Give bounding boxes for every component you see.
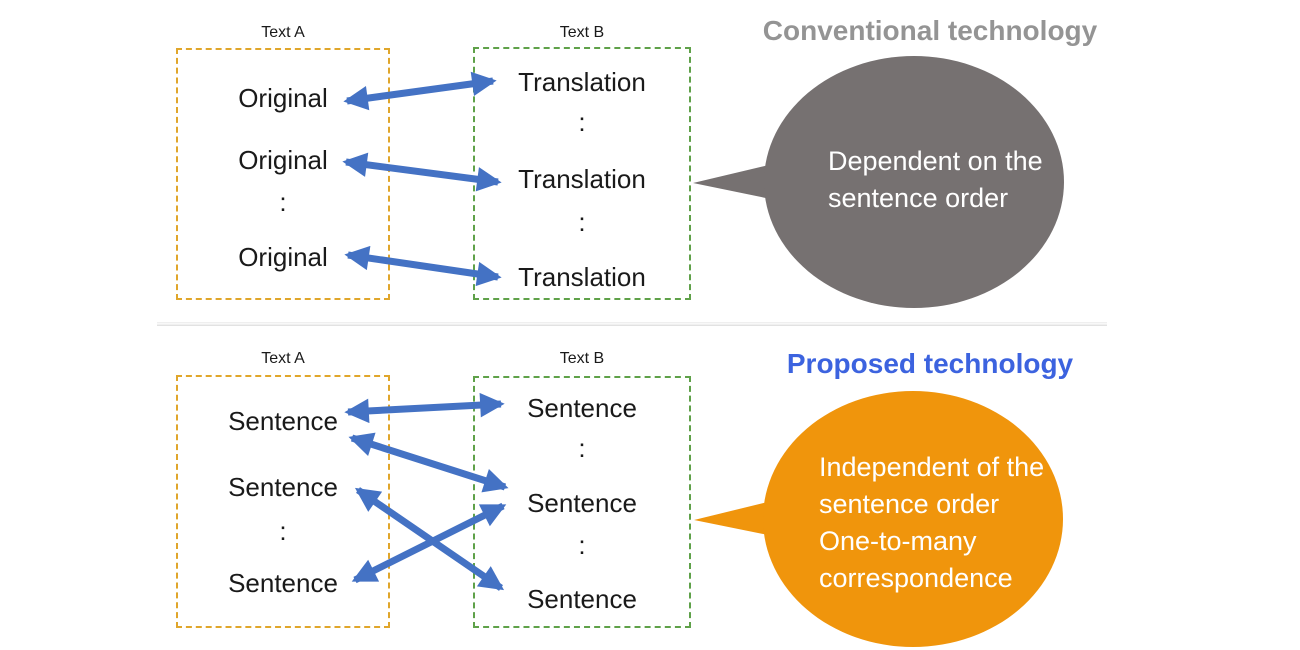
orange-bubble-ellipse <box>763 391 1063 647</box>
gray-bubble-text: Dependent on the sentence order <box>828 143 1043 217</box>
orange-bubble-line-1: Independent of the <box>819 452 1045 482</box>
gray-bubble-ellipse <box>764 56 1064 308</box>
top-a-ellipsis: : <box>279 187 287 217</box>
top-a-item-3: Original <box>238 242 328 272</box>
orange-bubble-text: Independent of the sentence order One-to… <box>819 449 1044 597</box>
bottom-a-ellipsis: : <box>279 516 287 546</box>
top-a-item-2: Original <box>238 145 328 175</box>
gray-speech-bubble <box>693 56 1064 308</box>
proposed-technology-title: Proposed technology <box>786 348 1074 379</box>
top-b-ellipsis-2: : <box>578 207 586 237</box>
section-divider <box>157 322 1107 326</box>
top-b-item-3: Translation <box>518 262 646 292</box>
gray-bubble-line-2: sentence order <box>828 183 1009 213</box>
orange-bubble-line-4: correspondence <box>819 563 1013 593</box>
bottom-a-item-1: Sentence <box>228 406 338 436</box>
top-b-item-2: Translation <box>518 164 646 194</box>
bottom-b-ellipsis-2: : <box>578 530 586 560</box>
top-b-item-1: Translation <box>518 67 646 97</box>
top-text-b-label: Text B <box>559 24 605 41</box>
bottom-a-item-3: Sentence <box>228 568 338 598</box>
conventional-technology-title: Conventional technology <box>762 15 1098 46</box>
top-text-a-label: Text A <box>261 24 305 41</box>
orange-speech-bubble <box>694 391 1063 647</box>
orange-bubble-line-2: sentence order <box>819 489 1000 519</box>
bottom-text-a-label: Text A <box>261 350 305 367</box>
bottom-b-item-3: Sentence <box>527 584 637 614</box>
top-b-ellipsis-1: : <box>578 107 586 137</box>
orange-bubble-line-3: One-to-many <box>819 526 977 556</box>
bottom-b-item-2: Sentence <box>527 488 637 518</box>
gray-bubble-line-1: Dependent on the <box>828 146 1043 176</box>
bottom-b-item-1: Sentence <box>527 393 637 423</box>
bottom-a-item-2: Sentence <box>228 472 338 502</box>
bottom-text-b-label: Text B <box>559 350 605 367</box>
bottom-b-ellipsis-1: : <box>578 433 586 463</box>
top-a-item-1: Original <box>238 83 328 113</box>
